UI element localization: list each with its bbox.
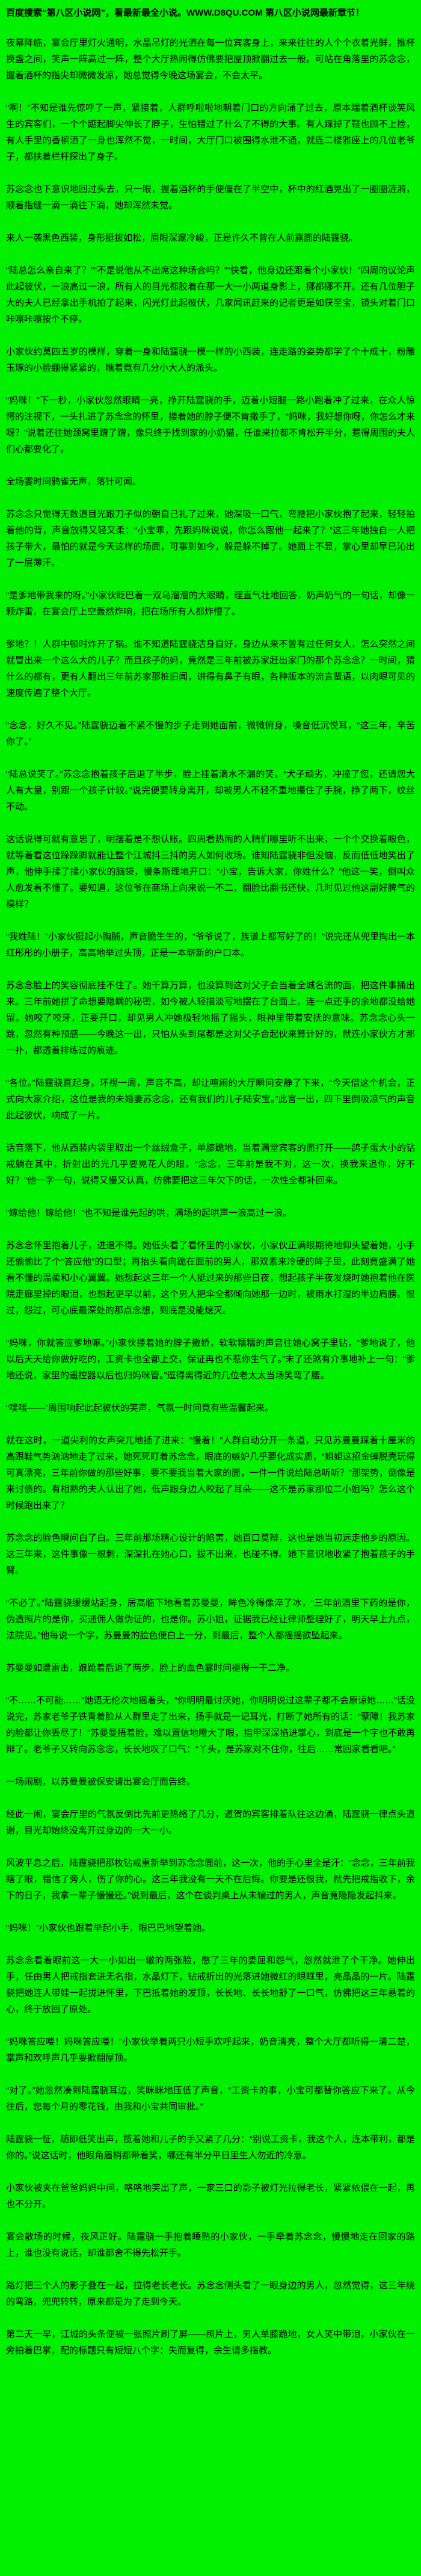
paragraph: “陆总说笑了。”苏念念抱着孩子后退了半步，脸上挂着滴水不漏的笑，“犬子顽劣，冲撞… bbox=[6, 769, 415, 812]
paragraph: “妈咪，你就答应爹地嘛。”小家伙搂着她的脖子撒娇，软软糯糯的声音往她心窝子里钻，… bbox=[6, 1338, 415, 1381]
paragraph: “妈咪！”小家伙也跟着举起小手，眼巴巴地望着她。 bbox=[6, 1923, 210, 1933]
paragraph: “啊！”不知是谁先惊呼了一声，紧接着，人群呼啦啦地朝着门口的方向涌了过去，原本端… bbox=[6, 103, 415, 162]
paragraph: “嫁给他！嫁给他！”也不知是谁先起的哄，满场的起哄声一浪高过一浪。 bbox=[6, 1208, 292, 1218]
chapter-content: 夜幕降临，宴会厅里灯火通明，水晶吊灯的光洒在每一位宾客身上，来来往往的人个个衣着… bbox=[6, 35, 415, 2359]
paragraph: “妈咪！”下一秒，小家伙忽然眼睛一亮，挣开陆霆骁的手，迈着小短腿一路小跑着冲了过… bbox=[6, 395, 415, 454]
paragraph: 苏曼曼如遭雷击，踉跄着后退了两步，脸上的血色霎时间褪得一干二净。 bbox=[6, 1663, 295, 1673]
paragraph: 第二天一早，江城的头条便被一张照片刷了屏——照片上，男人单膝跪地，女人笑中带泪，… bbox=[6, 2329, 415, 2356]
paragraph: 宴会散场的时候，夜风正好。陆霆骁一手抱着睡熟的小家伙，一手牵着苏念念，慢慢地走在… bbox=[6, 2232, 415, 2258]
paragraph: 全场霎时间鸦雀无声，落针可闻。 bbox=[6, 477, 142, 487]
paragraph: 苏念念的脸色瞬间白了白。三年前那场精心设计的陷害，她百口莫辩，这也是她当初远走他… bbox=[6, 1533, 415, 1576]
paragraph: “对了。”她忽然凑到陆霆骁耳边，笑眯眯地压低了声音，“工资卡的事，小宝可都替你答… bbox=[6, 2085, 415, 2112]
paragraph: 小家伙被夹在爸爸妈妈中间，咯咯地笑出了声，一家三口的影子被灯光拉得老长，紧紧依偎… bbox=[6, 2183, 415, 2209]
paragraph: 苏念念脸上的笑容彻底挂不住了。她千算万算，也没算到这对父子会当着全城名流的面，把… bbox=[6, 980, 415, 1056]
paragraph: 苏念念看着眼前这一大一小如出一辙的两张脸，憋了三年的委屈和怨气，忽然就泄了个干净… bbox=[6, 1955, 415, 2014]
paragraph: 来人一袭黑色西装，身形挺拔如松，眉眼深邃冷峻，正是许久不曾在人前露面的陆霆骁。 bbox=[6, 233, 358, 243]
paragraph: 一场闹剧，以苏曼曼被保安请出宴会厅而告终。 bbox=[6, 1777, 196, 1787]
paragraph: “各位。”陆霆骁直起身，环视一周，声音不高，却让喧闹的大厅瞬间安静了下来，“今天… bbox=[6, 1078, 415, 1121]
paragraph: 经此一闹，宴会厅里的气氛反倒比先前更热络了几分，道贺的宾客排着队往这边涌，陆霆骁… bbox=[6, 1809, 415, 1836]
paragraph: “念念，好久不见。”陆霆骁迈着不紧不慢的步子走到她面前，微微俯身，嗓音低沉悦耳，… bbox=[6, 720, 415, 747]
paragraph: “陆总怎么亲自来了？”“不是说他从不出席这种场合吗？”“快看，他身边还跟着个小家… bbox=[6, 265, 415, 324]
paragraph: 苏念念只觉得无数道目光跟刀子似的朝自己扎了过来，她深吸一口气，弯腰把小家伙抱了起… bbox=[6, 509, 415, 568]
paragraph: “不……不可能……”她语无伦次地摇着头，“你明明最讨厌她，你明明说过这辈子都不会… bbox=[6, 1695, 415, 1754]
paragraph: 爹地？！人群中顿时炸开了锅。谁不知道陆霆骁洁身自好，身边从来不曾有过任何女人，怎… bbox=[6, 639, 415, 698]
paragraph: “是爹地带我来的呀。”小家伙眨巴着一双乌溜溜的大眼睛，理直气壮地回答，奶声奶气的… bbox=[6, 590, 415, 617]
paragraph: 夜幕降临，宴会厅里灯火通明，水晶吊灯的光洒在每一位宾客身上，来来往往的人个个衣着… bbox=[6, 38, 415, 81]
paragraph: 就在这时，一道尖利的女声突兀地插了进来：“慢着！”人群自动分开一条道，只见苏曼曼… bbox=[6, 1435, 415, 1511]
paragraph: 路灯把三个人的影子叠在一起，拉得老长老长。苏念念侧头看了一眼身边的男人，忽然觉得… bbox=[6, 2280, 415, 2307]
paragraph: “噗嗤——”周围响起此起彼伏的笑声，气氛一时间竟有些温馨起来。 bbox=[6, 1403, 274, 1413]
paragraph: 风波平息之后，陆霆骁把那枚钻戒重新举到苏念念面前，这一次，他的手心里全是汗：“念… bbox=[6, 1858, 415, 1901]
paragraph: 这话说得可就有意思了，明摆着是不想认账。四周看热闹的人精们哪里听不出来，一个个交… bbox=[6, 834, 415, 909]
paragraph: 陆霆骁一怔，随即低笑出声，揽着她和儿子的手又紧了几分：“别说工资卡，我这个人，连… bbox=[6, 2134, 415, 2161]
paragraph: “不必了。”陆霆骁缓缓站起身，居高临下地看着苏曼曼，眸色冷得像淬了冰，“三年前酒… bbox=[6, 1598, 415, 1641]
paragraph: 小家伙约莫四五岁的模样，穿着一身和陆霆骁一模一样的小西装，连走路的姿势都学了个十… bbox=[6, 347, 415, 373]
paragraph: “我姓陆！”小家伙挺起小胸脯，声音脆生生的，“爷爷说了，族谱上都写好了的！”说完… bbox=[6, 932, 415, 958]
paragraph: “妈咪答应喽！妈咪答应喽！”小家伙举着两只小短手欢呼起来，奶音清亮，整个大厅都听… bbox=[6, 2037, 415, 2063]
site-promo-link[interactable]: 百度搜索“第八区小说网”，看最新最全小说。WWW.D8QU.COM 第八区小说网… bbox=[6, 8, 364, 18]
paragraph: 苏念念怀里抱着儿子，进退不得。她低头看了看怀里的小家伙，小家伙正满眼期待地仰头望… bbox=[6, 1240, 415, 1316]
paragraph: 苏念念也下意识地回过头去，只一眼，握着酒杯的手便僵在了半空中，杯中的红酒晃出了一… bbox=[6, 184, 415, 211]
paragraph: 话音落下，他从西装内袋里取出一个丝绒盒子，单膝跪地，当着满堂宾客的面打开——鸽子… bbox=[6, 1143, 415, 1186]
